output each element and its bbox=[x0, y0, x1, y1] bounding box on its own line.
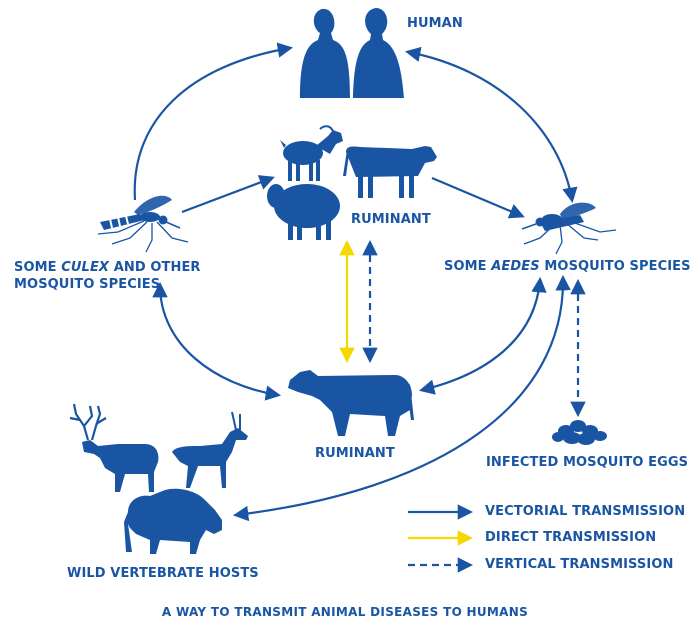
wild-hosts-label: WILD VERTEBRATE HOSTS bbox=[67, 566, 259, 582]
aedes-label: SOME AEDES MOSQUITO SPECIES bbox=[444, 259, 690, 275]
aedes-mosquito-icon bbox=[522, 203, 616, 254]
infected-eggs-label: INFECTED MOSQUITO EGGS bbox=[486, 455, 688, 471]
human-label: HUMAN bbox=[407, 16, 463, 32]
culex-label-suffix: AND OTHER bbox=[109, 260, 200, 275]
culex-label-prefix: SOME bbox=[14, 260, 61, 275]
culex-label-line2: MOSQUITO SPECIES bbox=[14, 277, 160, 292]
ruminant-top-label: RUMINANT bbox=[351, 212, 431, 228]
bison-icon bbox=[124, 489, 222, 554]
cow-center-icon bbox=[288, 370, 414, 436]
legend-direct-label: DIRECT TRANSMISSION bbox=[485, 530, 656, 546]
ruminant-center-label: RUMINANT bbox=[315, 446, 395, 462]
arrow-culex-to-human bbox=[135, 48, 290, 200]
antelope-icon bbox=[172, 412, 248, 488]
arrow-ruminant-top-to-aedes bbox=[432, 178, 522, 216]
cow-top-icon bbox=[343, 146, 437, 198]
arrow-culex-to-ruminant-top bbox=[182, 178, 272, 212]
legend-vectorial-label: VECTORIAL TRANSMISSION bbox=[485, 504, 685, 520]
culex-label-genus: CULEX bbox=[61, 260, 109, 275]
legend-lines bbox=[408, 512, 470, 565]
arrow-culex-ruminant-center bbox=[160, 285, 278, 395]
sheep-icon bbox=[267, 184, 340, 240]
legend-vertical-label: VERTICAL TRANSMISSION bbox=[485, 557, 673, 573]
goat-icon bbox=[280, 126, 343, 181]
culex-label: SOME CULEX AND OTHER MOSQUITO SPECIES bbox=[14, 259, 201, 293]
diagram-caption: A WAY TO TRANSMIT ANIMAL DISEASES TO HUM… bbox=[0, 605, 690, 619]
arrow-aedes-ruminant-center bbox=[422, 280, 540, 390]
reindeer-icon bbox=[70, 404, 158, 492]
human-icon bbox=[300, 8, 404, 98]
mosquito-eggs-icon bbox=[552, 420, 607, 445]
aedes-label-prefix: SOME bbox=[444, 259, 491, 274]
aedes-label-genus: AEDES bbox=[491, 259, 539, 274]
culex-mosquito-icon bbox=[98, 196, 188, 252]
aedes-label-suffix: MOSQUITO SPECIES bbox=[540, 259, 690, 274]
